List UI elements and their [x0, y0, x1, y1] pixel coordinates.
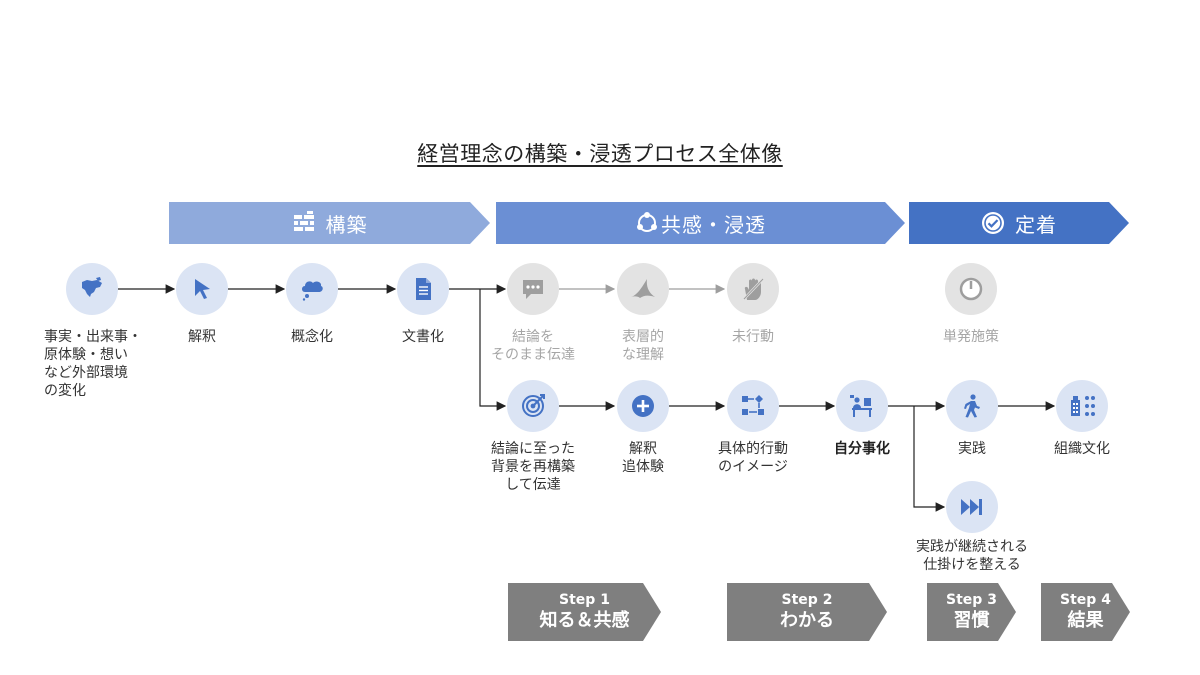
label-facts: 事実・出来事・ 原体験・想い など外部環境 の変化 [44, 329, 142, 399]
target-icon [519, 392, 547, 420]
step-2-label: わかる [780, 610, 834, 631]
step-1-banner: Step 1 知る＆共感 [508, 583, 661, 641]
node-interpret [176, 263, 228, 315]
north-america-map-icon [78, 275, 106, 303]
label-sustain: 実践が継続される 仕掛けを整える [916, 539, 1028, 573]
check-badge-icon [981, 211, 1005, 235]
node-own-it [836, 380, 888, 432]
step-4-number: Step 4 [1060, 592, 1111, 608]
phase-build-label: 構築 [325, 212, 368, 237]
thought-cloud-icon [298, 275, 326, 303]
phase-establish-label: 定着 [1015, 212, 1057, 237]
label-one-off: 単発施策 [943, 329, 999, 345]
phase-empathy-label: 共感・浸透 [661, 212, 766, 237]
label-no-action: 未行動 [732, 329, 774, 345]
node-conceptualize [286, 263, 338, 315]
page-title: 経営理念の構築・浸透プロセス全体像 [0, 138, 1200, 168]
step-3-label: 習慣 [953, 610, 990, 631]
label-practice: 実践 [958, 441, 986, 457]
step-3-banner: Step 3 習慣 [927, 583, 1016, 641]
node-concrete-image [727, 380, 779, 432]
label-conceptualize: 概念化 [291, 329, 333, 345]
step-1-number: Step 1 [559, 592, 610, 608]
plus-circle-icon [629, 392, 657, 420]
hand-stop-icon [739, 275, 767, 303]
phase-empathy: 共感・浸透 [496, 202, 905, 244]
node-one-off [945, 263, 997, 315]
node-culture [1056, 380, 1108, 432]
label-surface-understanding: 表層的 な理解 [622, 329, 664, 363]
node-facts [66, 263, 118, 315]
step-2-number: Step 2 [781, 592, 833, 608]
node-no-action [727, 263, 779, 315]
node-re-experience [617, 380, 669, 432]
label-own-it: 自分事化 [834, 441, 890, 457]
phase-establish: 定着 [909, 202, 1129, 244]
label-convey-as-is: 結論を そのまま伝達 [491, 329, 575, 363]
node-practice [946, 380, 998, 432]
step-2-banner: Step 2 わかる [727, 583, 887, 641]
organization-icon [1068, 392, 1096, 420]
node-document [397, 263, 449, 315]
fin-shape-icon [629, 275, 657, 303]
node-sustain [946, 481, 998, 533]
document-icon [409, 275, 437, 303]
connected-circle-icon [635, 211, 659, 235]
page-title-text: 経営理念の構築・浸透プロセス全体像 [417, 142, 783, 166]
label-concrete-image: 具体的行動 のイメージ [718, 441, 788, 475]
flow-process-icon [739, 392, 767, 420]
node-convey-background [507, 380, 559, 432]
walking-person-icon [958, 392, 986, 420]
step-4-label: 結果 [1067, 610, 1104, 631]
phase-build: 構築 [169, 202, 490, 244]
node-surface-understanding [617, 263, 669, 315]
step-3-number: Step 3 [946, 592, 997, 608]
label-document: 文書化 [402, 329, 444, 345]
step-1-label: 知る＆共感 [539, 610, 630, 631]
step-4-banner: Step 4 結果 [1041, 583, 1130, 641]
cursor-arrow-icon [188, 275, 216, 303]
label-convey-background: 結論に至った 背景を再構築 して伝達 [491, 441, 575, 493]
desk-worker-icon [848, 392, 876, 420]
label-culture: 組織文化 [1054, 441, 1110, 457]
label-re-experience: 解釈 追体験 [622, 441, 664, 475]
node-convey-as-is [507, 263, 559, 315]
fast-forward-icon [958, 493, 986, 521]
dial-icon [957, 275, 985, 303]
label-interpret: 解釈 [188, 329, 216, 345]
chat-bubble-icon [519, 275, 547, 303]
brick-wall-icon [292, 211, 316, 235]
